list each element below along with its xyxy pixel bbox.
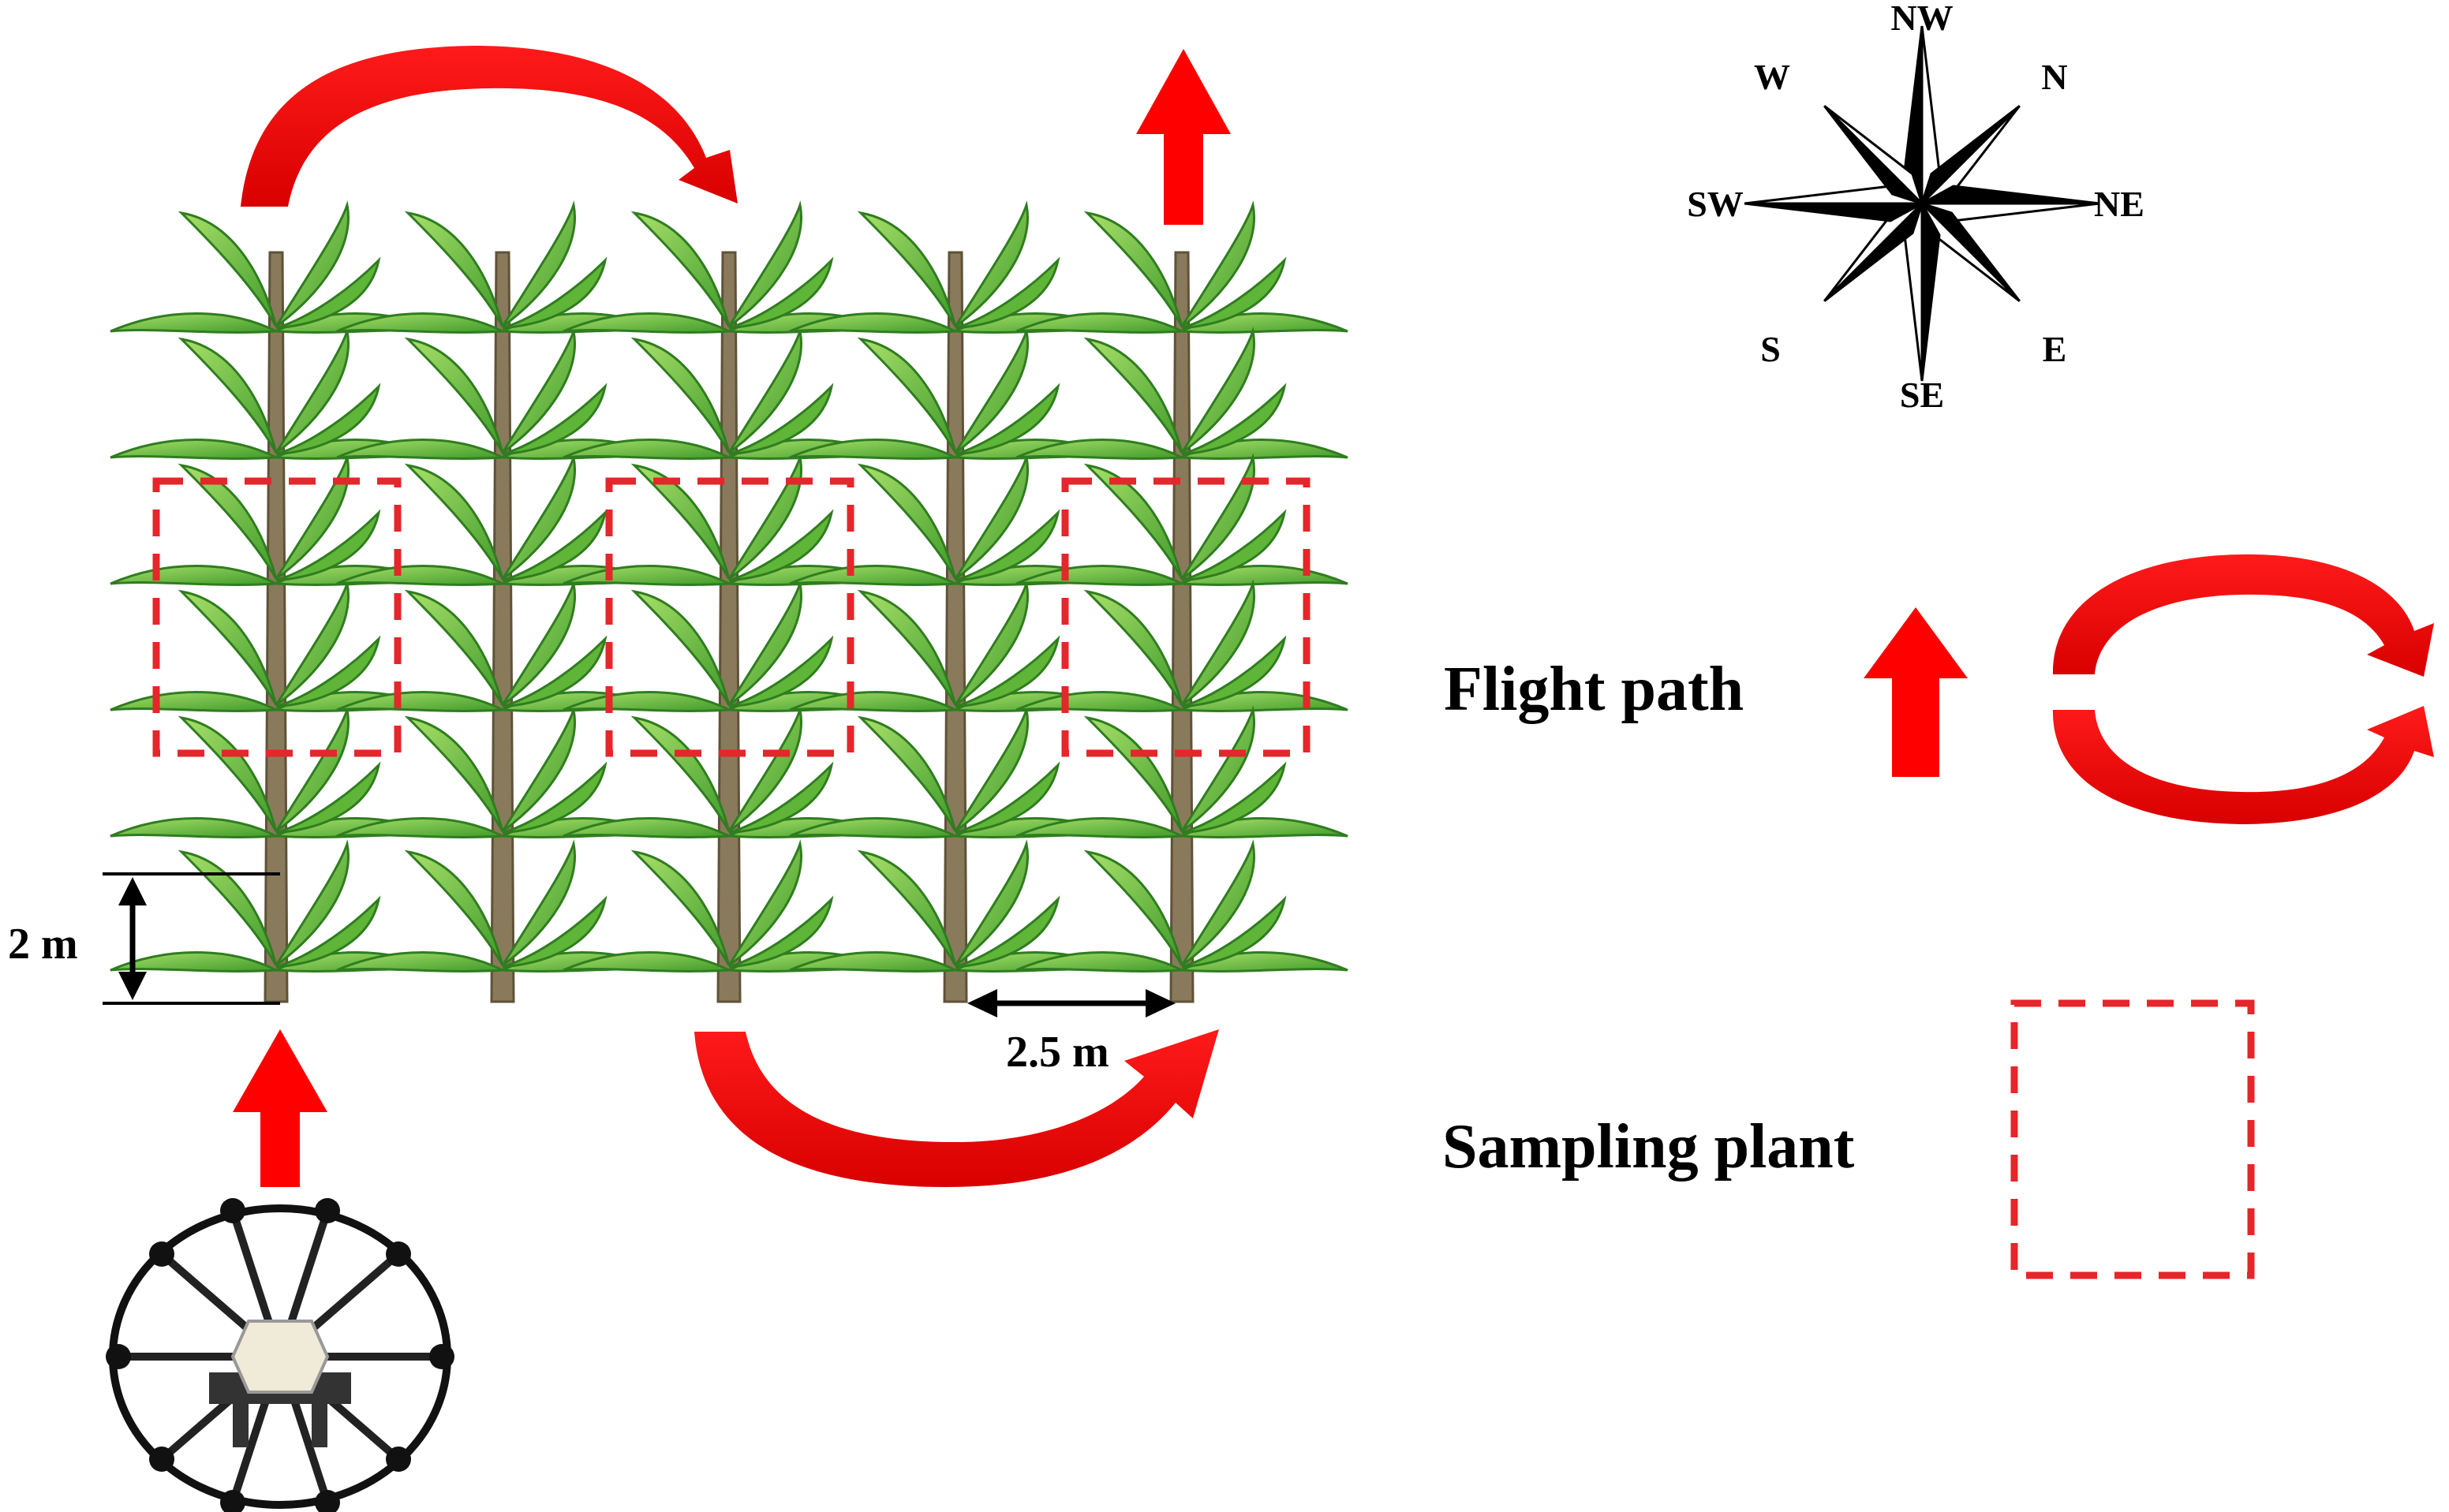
sampling-box-5 — [1061, 477, 1310, 757]
compass-label-n: N — [2041, 57, 2067, 97]
arrow-up-start — [233, 1029, 327, 1187]
legend-loop-arrows-icon — [2052, 554, 2434, 824]
compass-label-e: E — [2043, 329, 2067, 369]
compass-rose-icon: NW N NE E SE S SW W — [1687, 0, 2144, 415]
dimension-plant-spacing: 2 m — [8, 872, 280, 1005]
compass-label-ne: NE — [2094, 184, 2144, 224]
compass-points — [1744, 25, 2100, 382]
compass-label-se: SE — [1900, 375, 1944, 415]
legend-sampling-plant-label: Sampling plant — [1442, 1112, 1855, 1182]
plant-spacing-label: 2 m — [8, 920, 78, 969]
legend-flight-path-label: Flight path — [1444, 655, 1744, 724]
drone-icon — [106, 1198, 454, 1512]
sampling-box-3 — [605, 477, 854, 757]
legend-sampling-box-icon — [2010, 999, 2255, 1279]
row-spacing-label: 2.5 m — [1006, 1028, 1109, 1077]
flight-arrows — [233, 46, 1231, 1187]
arrow-up-exit — [1136, 49, 1231, 225]
banana-field — [110, 205, 1348, 1002]
sampling-box-1 — [152, 477, 402, 757]
compass-label-nw: NW — [1890, 0, 1953, 38]
arc-top — [241, 46, 738, 207]
sampling-boxes — [152, 477, 1310, 757]
dimension-row-spacing: 2.5 m — [967, 989, 1176, 1077]
compass-label-sw: SW — [1687, 184, 1744, 224]
legend-arrow-up-icon — [1864, 607, 1968, 777]
compass-label-w: W — [1754, 57, 1790, 97]
compass-label-s: S — [1760, 329, 1781, 369]
legend: Flight path Sampling plant — [1442, 554, 2434, 1279]
arc-bottom — [694, 1029, 1219, 1187]
